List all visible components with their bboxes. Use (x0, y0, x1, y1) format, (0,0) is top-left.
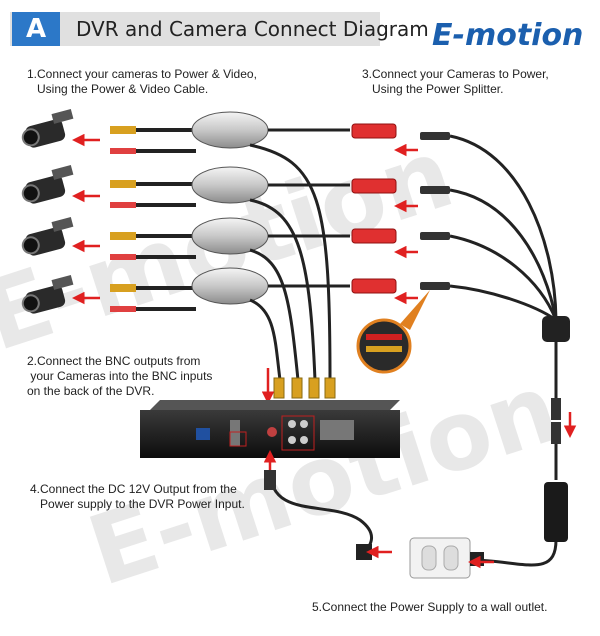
cable-coil-2 (191, 166, 269, 204)
bnc-plugs (273, 377, 336, 399)
power-adapter (544, 482, 568, 542)
dvr-recorder (140, 400, 400, 458)
diagram-title: DVR and Camera Connect Diagram (76, 17, 429, 41)
step-3-line-1: 3.Connect your Cameras to Power, (362, 67, 549, 81)
camera-arrows (72, 133, 100, 305)
camera-cable-connectors (110, 126, 196, 312)
bnc-cables (249, 128, 350, 381)
power-splitter (449, 134, 558, 567)
adapter-dc-plug (551, 422, 561, 444)
dvr-power-plug (264, 470, 276, 490)
step-2-line-1: 2.Connect the BNC outputs from (27, 354, 201, 368)
step-3: 3.Connect your Cameras to Power, Using t… (362, 67, 549, 97)
cable-coil-4 (191, 267, 269, 305)
cable-coil-1 (191, 111, 269, 149)
dc-output-plug (356, 544, 372, 560)
step-2-line-2: your Cameras into the BNC inputs (30, 369, 213, 383)
section-badge: A (12, 12, 60, 46)
step-1-line-1: 1.Connect your cameras to Power & Video, (27, 67, 257, 81)
step-3-line-2: Using the Power Splitter. (372, 82, 504, 96)
brand-logo: E-motion (432, 18, 583, 53)
step-1: 1.Connect your cameras to Power & Video,… (27, 67, 257, 97)
step-4-line-2: Power supply to the DVR Power Input. (40, 497, 245, 511)
step-1-line-2: Using the Power & Video Cable. (37, 82, 209, 96)
step-2: 2.Connect the BNC outputs from your Came… (27, 354, 212, 399)
cable-coil-3 (191, 217, 269, 255)
step-5: 5.Connect the Power Supply to a wall out… (312, 600, 548, 614)
splitter-plugs (420, 132, 450, 290)
header-bar (10, 12, 380, 46)
splitter-junction (542, 316, 570, 342)
step-2-line-3: on the back of the DVR. (27, 384, 155, 398)
camera-1 (21, 108, 74, 148)
cable-coils (191, 111, 269, 305)
step-4-line-1: 4.Connect the DC 12V Output from the (30, 482, 237, 496)
camera-2 (21, 164, 74, 204)
splitter-arrows (394, 143, 418, 305)
wall-outlet (409, 537, 471, 579)
step-4: 4.Connect the DC 12V Output from the Pow… (30, 482, 245, 512)
camera-3 (21, 216, 74, 256)
splitter-dc-plug (551, 398, 561, 420)
power-jacks (351, 123, 397, 294)
ac-plug (470, 552, 484, 566)
jack-zoom-inset (356, 290, 430, 374)
